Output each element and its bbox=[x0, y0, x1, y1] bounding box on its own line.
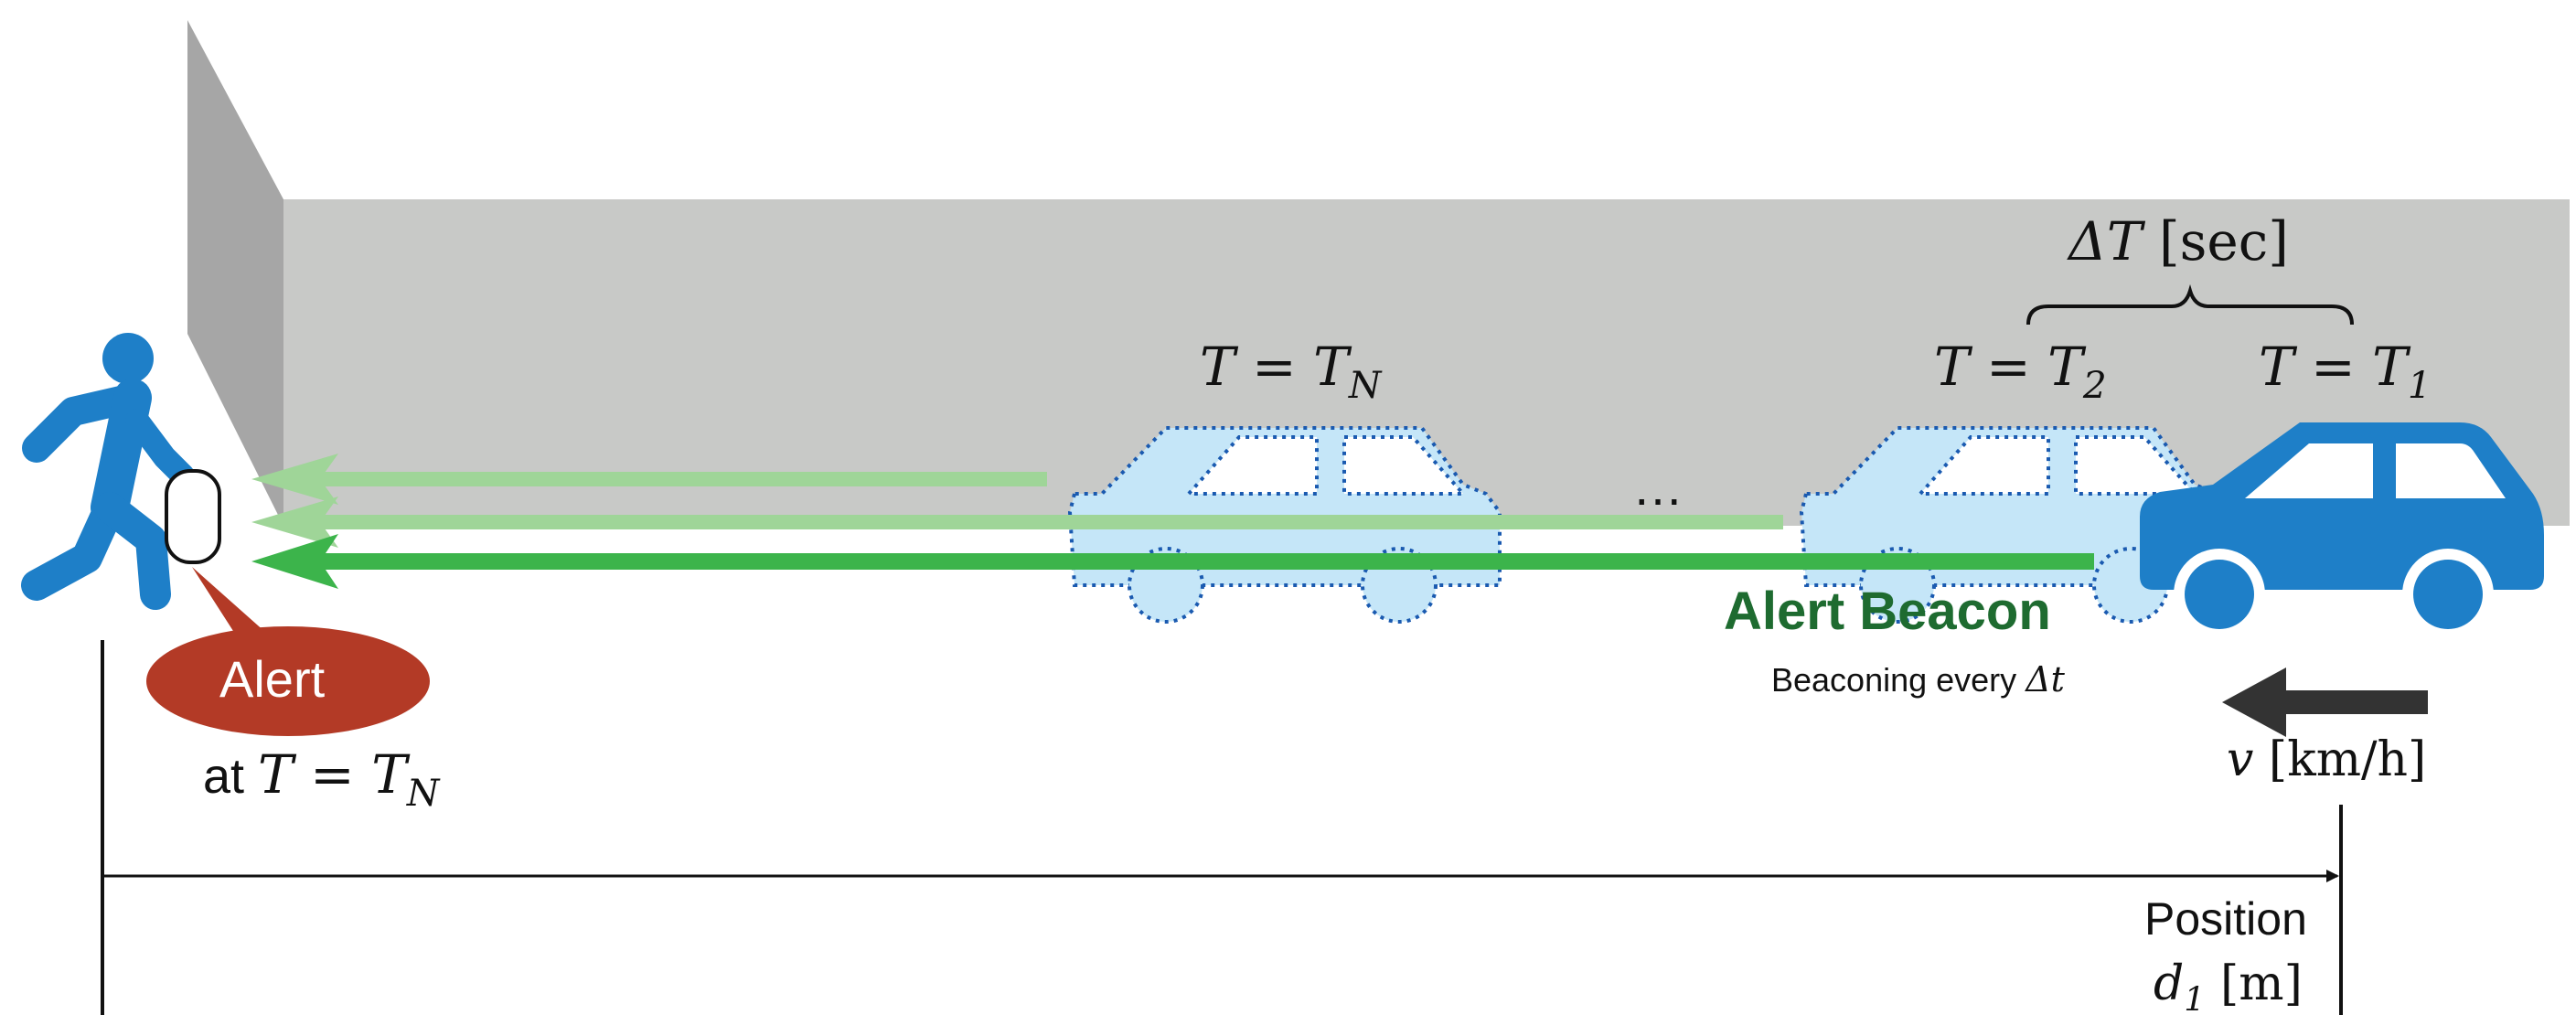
d1-label: d1 [m] bbox=[2154, 956, 2303, 1020]
alert-bubble-text: Alert bbox=[219, 650, 326, 708]
direction-arrow bbox=[2222, 668, 2428, 737]
time-label-t2: T = T2 bbox=[1934, 336, 2107, 408]
solid-car-t1 bbox=[2140, 422, 2544, 640]
time-label-t1: T = T1 bbox=[2259, 336, 2432, 408]
delta-t-label: ΔT [sec] bbox=[2068, 215, 2289, 268]
smartphone-icon bbox=[165, 469, 221, 564]
pedestrian-icon bbox=[21, 333, 195, 610]
beacon-arrow-faded-1 bbox=[251, 454, 1047, 505]
alert-bubble bbox=[146, 567, 430, 736]
time-label-tn: T = TN bbox=[1200, 336, 1382, 408]
beaconing-label: Beaconing every Δt bbox=[1771, 659, 2065, 700]
beacon-arrow-faded-2 bbox=[251, 497, 1783, 548]
velocity-label: v [km/h] bbox=[2227, 732, 2427, 787]
wall-side bbox=[187, 20, 283, 526]
position-label: Position bbox=[2144, 893, 2307, 945]
delta-t-unit: [sec] bbox=[2159, 210, 2289, 272]
alert-beacon-label: Alert Beacon bbox=[1724, 582, 2051, 641]
delta-t-brace bbox=[2026, 283, 2354, 326]
beacon-arrow-strong bbox=[251, 534, 2094, 589]
delta-t-var: ΔT bbox=[2068, 210, 2143, 272]
ellipsis-label: … bbox=[1632, 458, 1683, 516]
alert-time-label: at T = TN bbox=[203, 743, 440, 816]
